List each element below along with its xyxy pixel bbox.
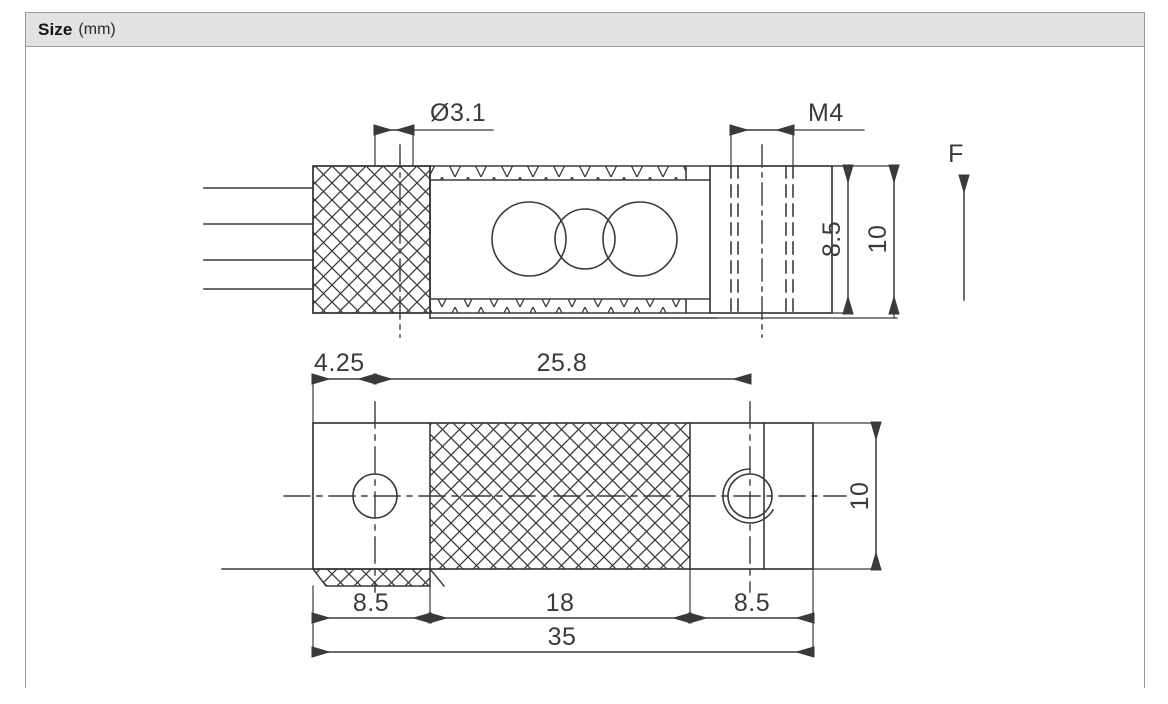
- dim-text-side-10: 10: [864, 225, 892, 254]
- m4-thread-hidden-lines: [730, 165, 794, 314]
- panel-title: Size: [38, 19, 73, 39]
- panel-header: Size (mm): [26, 13, 1144, 47]
- dim-chain-row: [311, 568, 815, 656]
- drawing-area: Ø3.1 M4 8.5 10 F 4.25 25.8 10 8.5 18 8.5…: [26, 47, 1144, 688]
- dim-text-m4: M4: [808, 99, 844, 127]
- dim-text-force: F: [948, 140, 964, 168]
- dim-text-4-25: 4.25: [314, 349, 365, 377]
- side-view-left-block: [312, 165, 431, 314]
- strain-gauge-cutouts: [491, 201, 678, 277]
- cable-leads: [203, 187, 314, 290]
- dim-side-10: [715, 164, 900, 319]
- top-view-bottom-strip: [221, 567, 446, 588]
- dim-text-hole-diameter: Ø3.1: [430, 99, 486, 127]
- side-view-right-boss: [709, 165, 833, 314]
- dim-4-25: [311, 373, 377, 424]
- dim-text-left-8-5: 8.5: [353, 589, 389, 617]
- dim-text-side-8-5: 8.5: [818, 221, 846, 257]
- side-view-beam-body: [429, 165, 717, 319]
- dim-top-10: [812, 421, 882, 571]
- dim-text-35: 35: [548, 623, 577, 651]
- dim-text-top-10: 10: [846, 482, 874, 511]
- dim-text-25-8: 25.8: [537, 349, 588, 377]
- dim-hole-diameter: [373, 124, 494, 167]
- technical-drawing: Ø3.1 M4 8.5 10 F 4.25 25.8 10 8.5 18 8.5…: [203, 99, 970, 658]
- size-panel: Size (mm): [25, 12, 1145, 688]
- panel-title-unit: (mm): [78, 20, 116, 38]
- dim-m4: [729, 124, 865, 167]
- dim-text-right-8-5: 8.5: [734, 589, 770, 617]
- dim-text-18: 18: [546, 589, 575, 617]
